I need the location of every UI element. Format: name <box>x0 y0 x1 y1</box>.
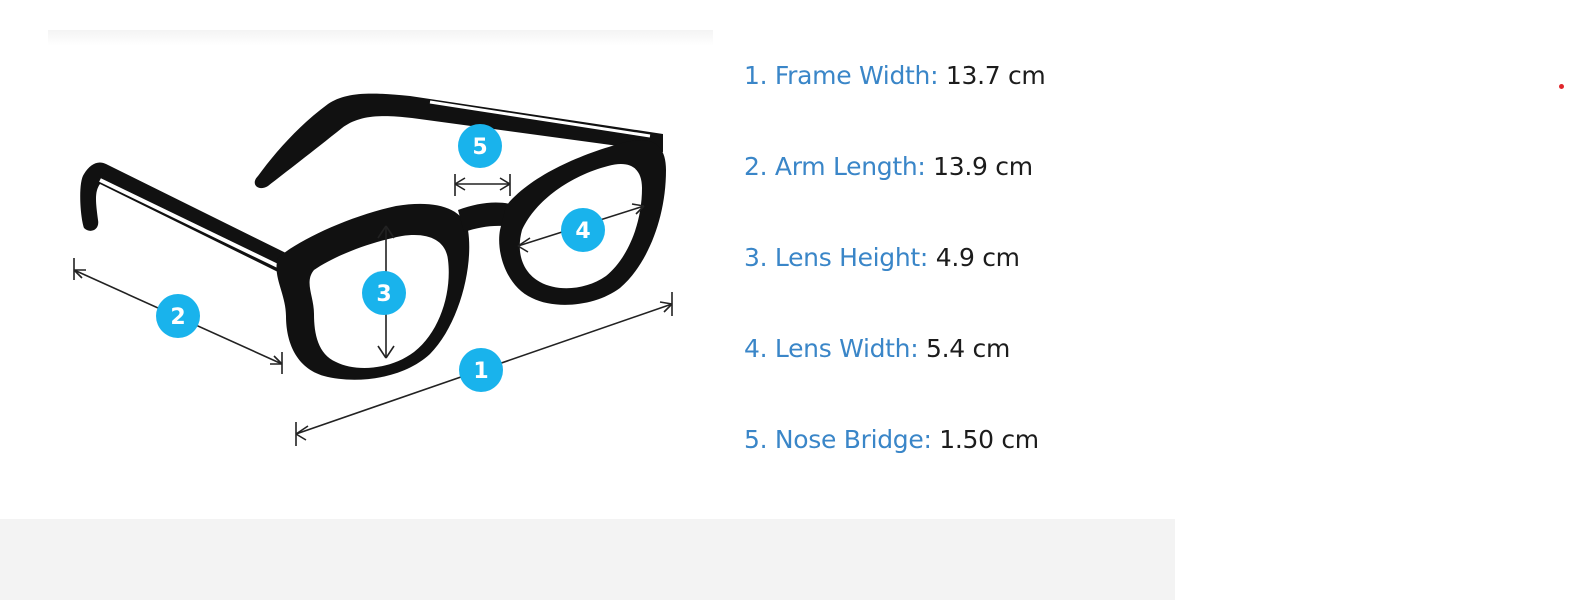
badge-2: 2 <box>156 294 200 338</box>
left-lens-frame <box>276 203 470 380</box>
spec-value: 13.9 cm <box>933 152 1033 181</box>
spec-value: 1.50 cm <box>939 425 1039 454</box>
glasses-measurement-diagram: 1 2 3 4 5 <box>73 93 673 446</box>
spec-value: 4.9 cm <box>935 243 1020 272</box>
far-temple-arm <box>254 93 664 189</box>
spec-lens-height: 3. Lens Height: 4.9 cm <box>744 240 1164 331</box>
spec-label: 5. Nose Bridge: <box>744 425 932 454</box>
spec-value: 13.7 cm <box>945 61 1046 90</box>
right-lens-frame <box>499 140 666 305</box>
spec-label: 4. Lens Width: <box>744 334 919 363</box>
measurement-list: 1. Frame Width: 13.7 cm 2. Arm Length: 1… <box>744 58 1164 513</box>
spec-lens-width: 4. Lens Width: 5.4 cm <box>744 331 1164 422</box>
spec-nose-bridge: 5. Nose Bridge: 1.50 cm <box>744 422 1164 513</box>
svg-text:5: 5 <box>472 135 487 160</box>
badge-1: 1 <box>459 348 503 392</box>
spec-arm-length: 2. Arm Length: 13.9 cm <box>744 149 1164 240</box>
spec-value: 5.4 cm <box>926 334 1011 363</box>
svg-text:1: 1 <box>473 359 488 384</box>
badge-4: 4 <box>561 208 605 252</box>
badge-5: 5 <box>458 124 502 168</box>
svg-text:2: 2 <box>170 305 185 330</box>
spec-frame-width: 1. Frame Width: 13.7 cm <box>744 58 1164 149</box>
footer-band <box>0 519 1175 600</box>
spec-label: 1. Frame Width: <box>744 61 939 90</box>
image-top-shadow <box>48 30 713 46</box>
spec-label: 3. Lens Height: <box>744 243 929 272</box>
near-temple-highlight <box>99 178 283 270</box>
far-temple-highlight <box>429 100 651 138</box>
svg-text:3: 3 <box>376 282 391 307</box>
svg-text:4: 4 <box>575 219 590 244</box>
badge-3: 3 <box>362 271 406 315</box>
indicator-dot <box>1559 84 1564 89</box>
spec-label: 2. Arm Length: <box>744 152 926 181</box>
